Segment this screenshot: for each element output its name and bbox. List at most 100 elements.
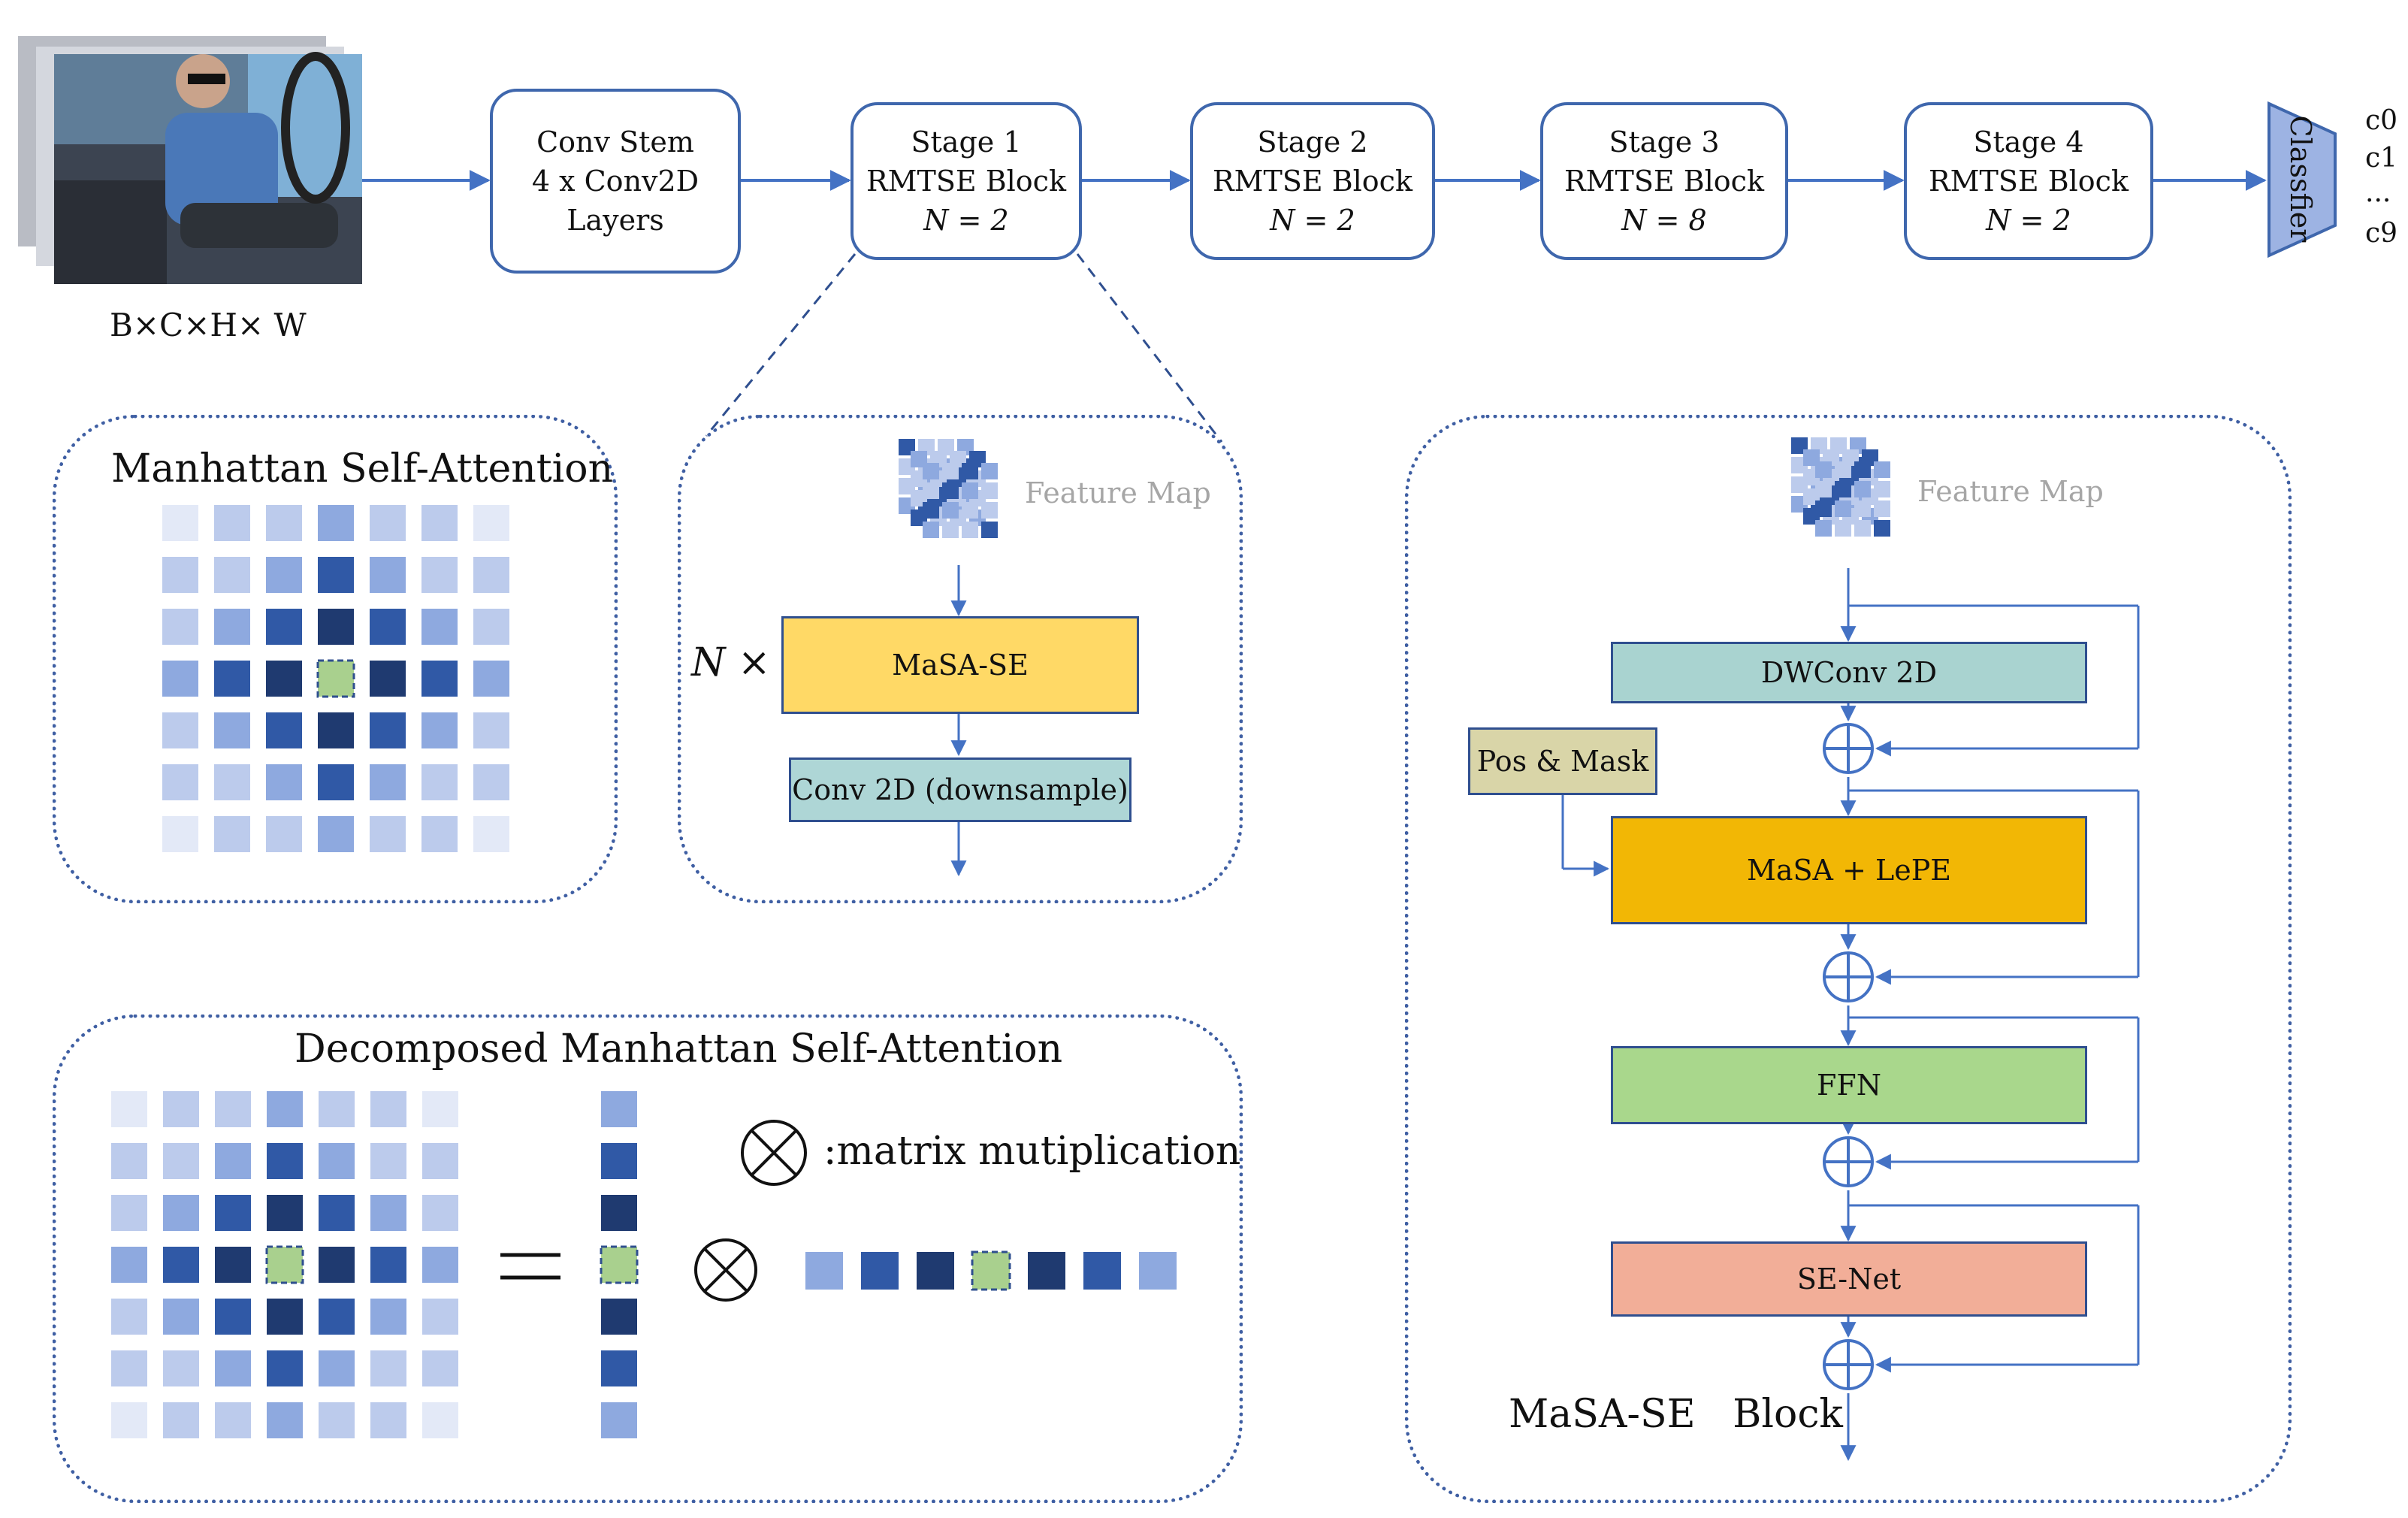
attention-cell [370,1143,406,1179]
attention-cell [214,816,250,852]
feature-map-cell [981,482,998,499]
repeat-label: N × [691,640,771,685]
feature-map-cell [1815,481,1832,497]
feature-map-cell [962,502,978,519]
block-title: Conv Stem [536,125,694,159]
feature-map-cell [1815,500,1832,517]
input-image [18,36,362,284]
attention-cell [111,1143,147,1179]
attention-cell [421,505,458,541]
attention-cell [421,712,458,748]
attention-cell [422,1350,458,1386]
feature-map-cell [1835,461,1851,478]
stage-detail-panel [678,415,1243,903]
attention-cell [215,1195,251,1231]
attention-cell [319,1195,355,1231]
attention-cell [370,816,406,852]
vector-cell [1139,1252,1177,1290]
block-subtitle: RMTSE Block [1929,165,2129,198]
feature-map-cell [942,522,959,538]
attention-cell [266,764,302,800]
attention-cell [421,764,458,800]
feature-map-cell [1874,500,1890,517]
vector-cell-center [600,1245,639,1284]
attention-cell [215,1299,251,1335]
feature-map-cell [923,522,939,538]
decomposed-attention-grid [111,1091,458,1438]
classifier-label: Classfier [2284,115,2317,243]
attention-cell [267,1402,303,1438]
attention-cell [214,557,250,593]
attention-cell [473,816,509,852]
feature-map-cell [1854,520,1871,537]
attention-cell-center [265,1245,304,1284]
block-subtitle: RMTSE Block [866,165,1066,198]
feature-map-cell [1874,461,1890,478]
attention-cell [162,816,198,852]
input-shape-label: B×C×H× W [110,307,307,343]
feature-map-cell [1874,481,1890,497]
attention-cell [319,1143,355,1179]
attention-cell [319,1350,355,1386]
feature-map-icon [899,439,998,538]
feature-map-icon [1791,437,1890,537]
attention-cell [422,1195,458,1231]
downsample-block: Conv 2D (downsample) [789,757,1131,822]
attention-cell [421,557,458,593]
block-repeat: N = 2 [1270,204,1355,237]
feature-map-label: Feature Map [1917,475,2104,508]
masa-se-block-panel [1405,415,2292,1503]
feature-map-cell [923,502,939,519]
attention-cell [473,712,509,748]
zoom-lines [705,253,1223,443]
feature-map-cell [923,482,939,499]
attention-cell [215,1091,251,1127]
attention-cell [422,1402,458,1438]
attention-cell [111,1247,147,1283]
vector-cell [601,1350,637,1386]
attention-cell [162,505,198,541]
attention-cell [267,1195,303,1231]
attention-cell [370,712,406,748]
vector-cell [861,1252,899,1290]
attention-cell [214,661,250,697]
masa-lepe-block: MaSA + LePE [1611,816,2087,924]
attention-cell [370,1402,406,1438]
attention-cell [214,712,250,748]
vector-cell-center [971,1250,1011,1291]
vector-cell [1028,1252,1065,1290]
column-vector [600,1091,639,1438]
attention-cell [266,712,302,748]
class-output-c9: c9 [2365,218,2398,249]
masa-block-flow [1561,568,2140,1462]
block-subtitle: RMTSE Block [1564,165,1764,198]
attention-cell [267,1143,303,1179]
attention-cell [266,557,302,593]
attention-cell [162,712,198,748]
attention-cell [215,1402,251,1438]
add-node-icons [1823,723,1874,1390]
attention-cell [266,661,302,697]
block-repeat: N = 8 [1621,204,1707,237]
attention-cell [267,1091,303,1127]
attention-cell [370,609,406,645]
block-detail: Layers [566,204,664,237]
feature-map-cell [981,522,998,538]
dwconv-block: DWConv 2D [1611,642,2087,703]
block-subtitle: 4 x Conv2D [531,165,699,198]
manhattan-title: Manhattan Self-Attention [111,446,614,491]
feature-map-cell [1835,481,1851,497]
decomposed-title: Decomposed Manhattan Self-Attention [295,1027,1063,1072]
vector-cell [601,1195,637,1231]
feature-map-cell [923,463,939,479]
attention-cell [163,1350,199,1386]
attention-cell [318,557,354,593]
attention-cell [319,1091,355,1127]
se-net-block: SE-Net [1611,1241,2087,1317]
attention-cell [422,1299,458,1335]
manhattan-panel [53,415,618,903]
feature-map-cell [1815,461,1832,478]
attention-cell [111,1091,147,1127]
feature-map-cell [1854,461,1871,478]
